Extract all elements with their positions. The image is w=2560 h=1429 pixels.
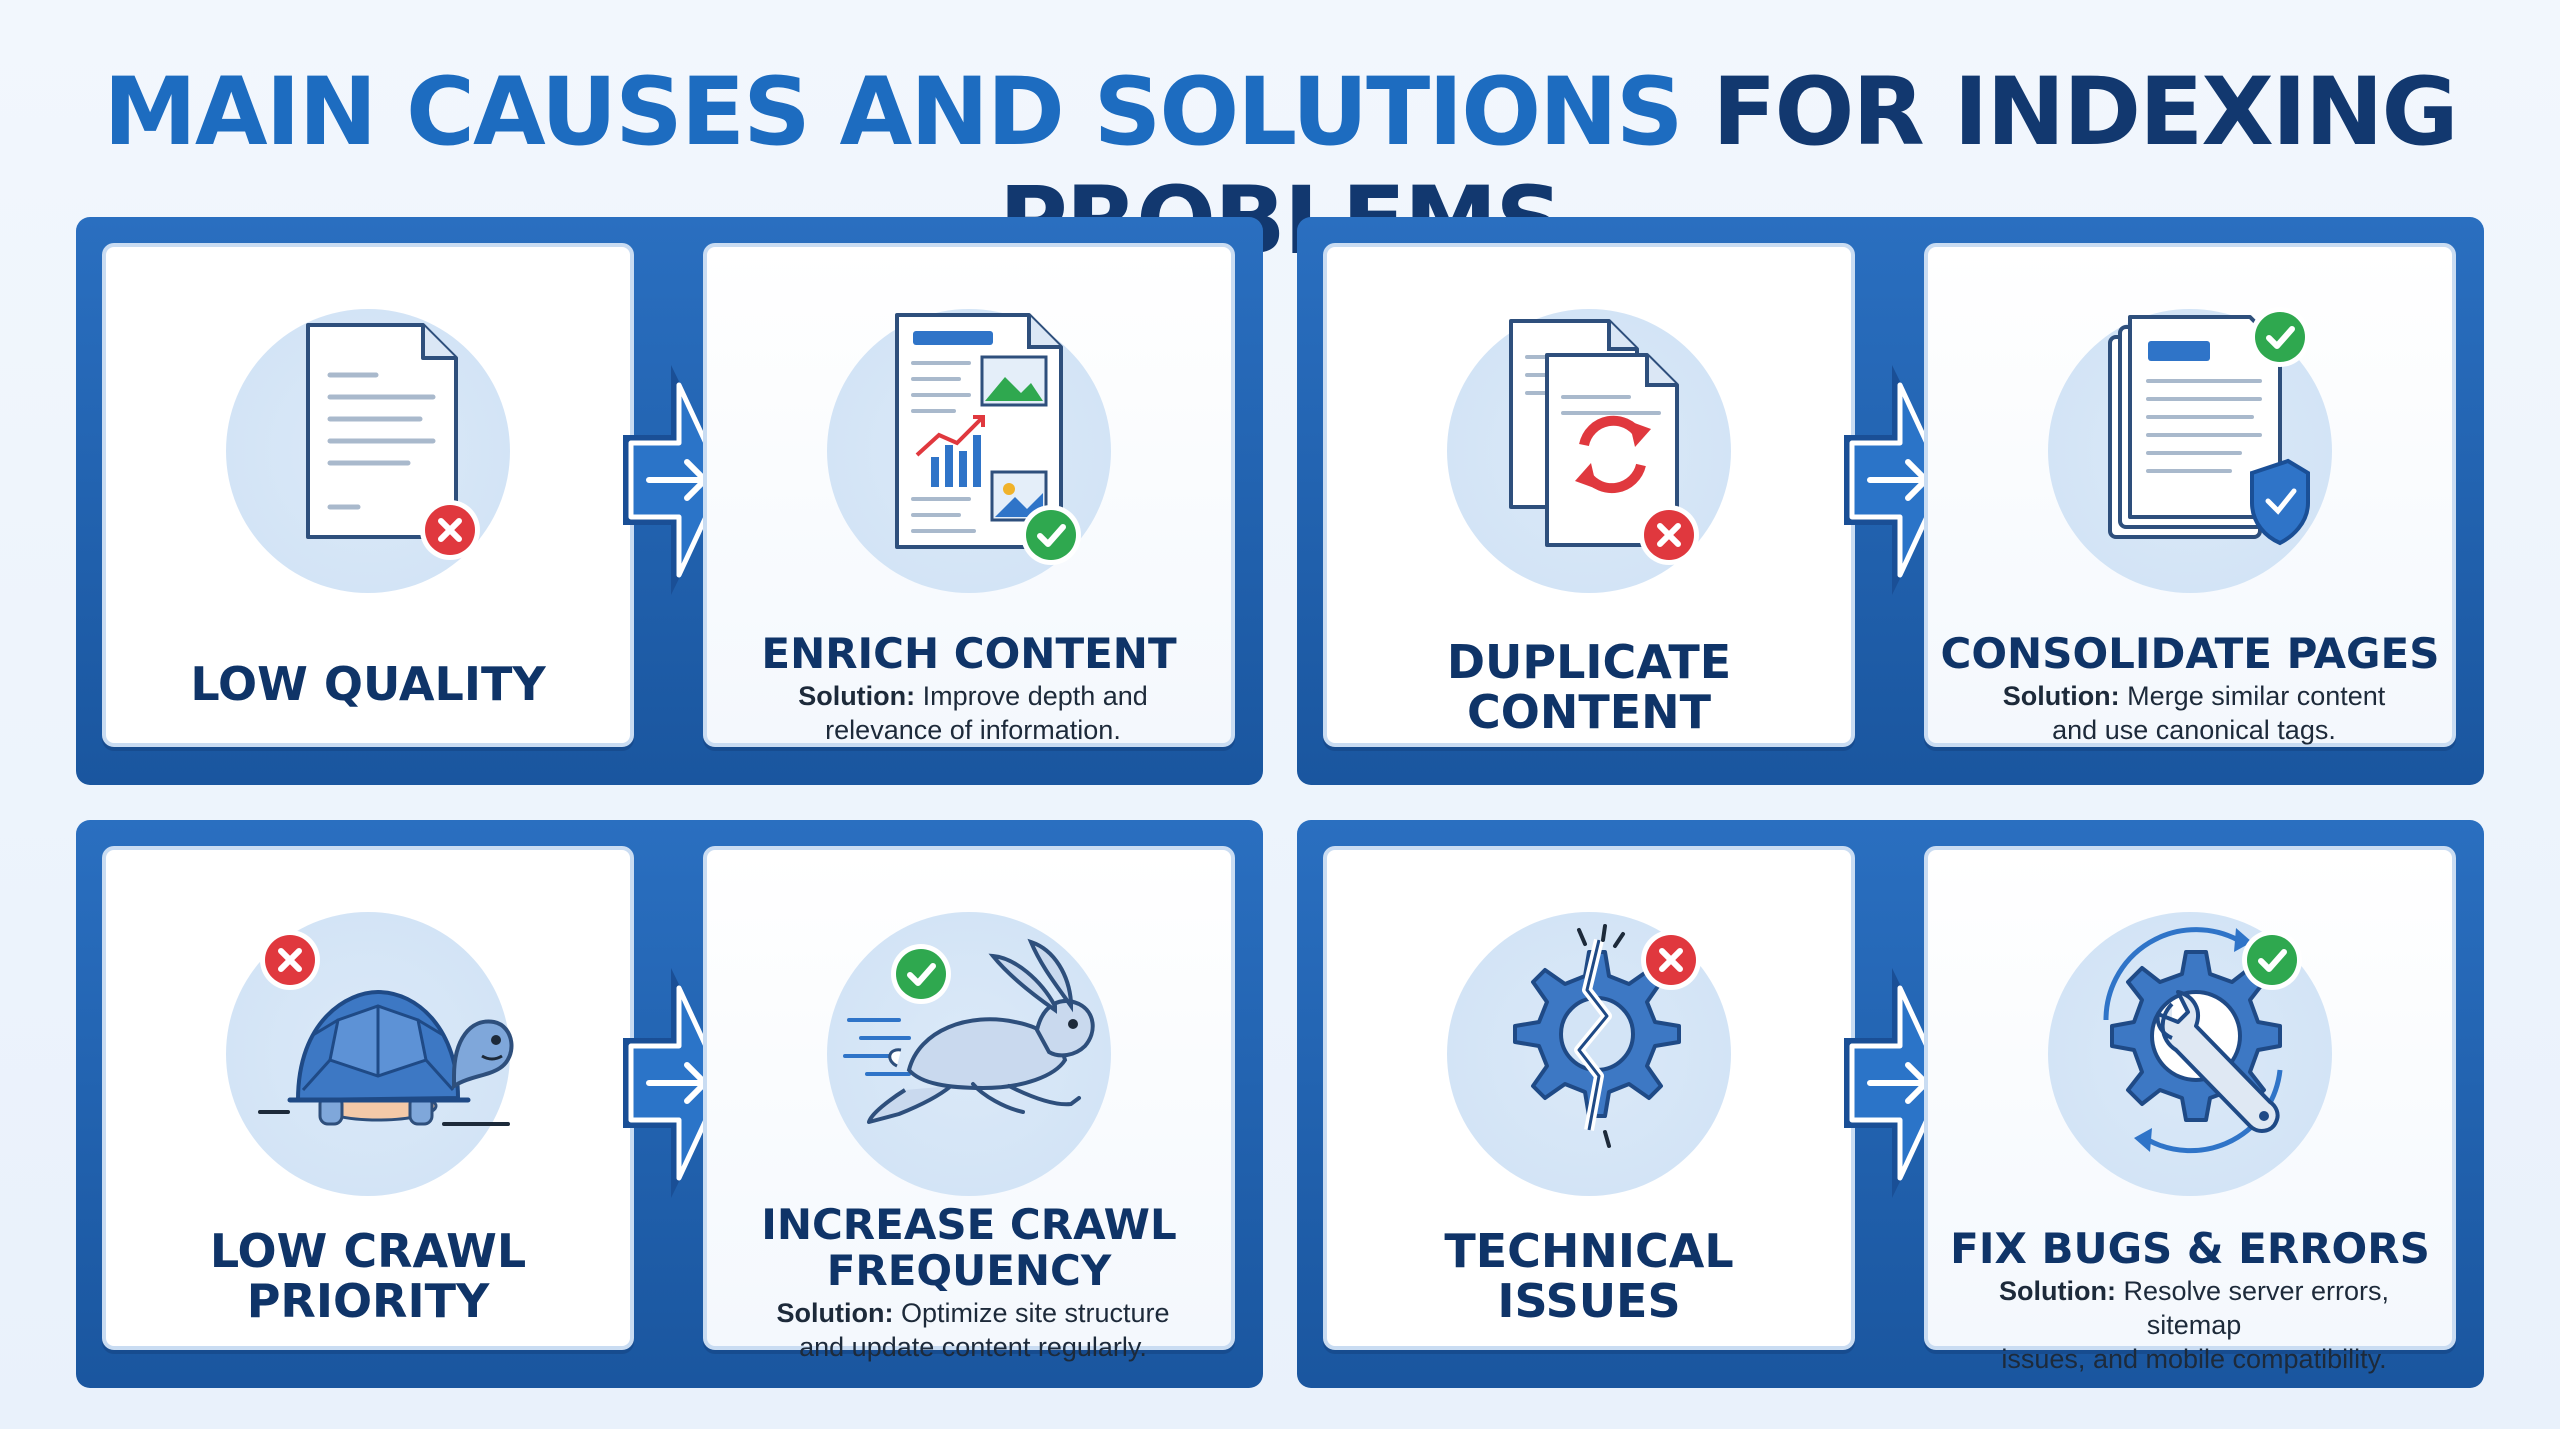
solution-title: ENRICH CONTENT [761, 629, 1177, 678]
rabbit-icon [809, 900, 1129, 1210]
problem-card: TECHNICAL ISSUES [1323, 846, 1855, 1350]
solution-prefix: Solution: [776, 1298, 894, 1328]
solution-title: INCREASE CRAWL FREQUENCY [707, 1202, 1231, 1294]
problem-card: LOW CRAWL PRIORITY [102, 846, 634, 1350]
solution-text-line1: Improve depth and [915, 681, 1148, 711]
problem-title: DUPLICATE CONTENT [1327, 637, 1851, 737]
solution-text-line2: and use canonical tags. [2052, 715, 2336, 745]
duplicate-documents-icon [1429, 297, 1749, 607]
problem-title: LOW QUALITY [190, 657, 546, 711]
problem-title: TECHNICAL ISSUES [1327, 1226, 1851, 1326]
solution-title-line2: FREQUENCY [826, 1246, 1112, 1295]
row-low-quality: LOW QUALITY [76, 217, 1263, 785]
problem-title-line2: PRIORITY [246, 1274, 490, 1328]
solution-description: Solution: Optimize site structure and up… [727, 1296, 1219, 1364]
solution-card: INCREASE CRAWL FREQUENCY Solution: Optim… [703, 846, 1235, 1362]
solution-text-line1: Optimize site structure [893, 1298, 1170, 1328]
solution-text-line1: Merge similar content [2119, 681, 2386, 711]
solution-text-line2: relevance of information. [825, 715, 1121, 745]
row-duplicate-content: DUPLICATE CONTENT CONSOLIDATE PAG [1297, 217, 2484, 785]
solution-prefix: Solution: [798, 681, 916, 711]
solution-text-line1: Resolve server errors, sitemap [2115, 1276, 2390, 1340]
solution-description: Solution: Resolve server errors, sitemap… [1948, 1274, 2440, 1376]
rich-document-icon [809, 297, 1129, 607]
solution-description: Solution: Improve depth and relevance of… [727, 679, 1219, 747]
solution-text-line2: issues, and mobile compatibility. [2001, 1344, 2387, 1374]
problem-title-line1: LOW CRAWL [209, 1224, 527, 1278]
stacked-pages-shield-icon [2030, 297, 2350, 607]
solution-title-line1: INCREASE CRAWL [761, 1200, 1177, 1249]
solution-card: CONSOLIDATE PAGES Solution: Merge simila… [1924, 243, 2456, 747]
solution-text-line2: and update content regularly. [799, 1332, 1147, 1362]
solution-title: CONSOLIDATE PAGES [1940, 629, 2440, 678]
solution-prefix: Solution: [1998, 1276, 2116, 1306]
solution-description: Solution: Merge similar content and use … [1948, 679, 2440, 747]
problem-title-line2: CONTENT [1466, 685, 1712, 739]
title-part-causes: MAIN CAUSES AND SOLUTIONS [103, 58, 1683, 167]
problem-card: DUPLICATE CONTENT [1323, 243, 1855, 747]
problem-title-line1: TECHNICAL [1444, 1224, 1734, 1278]
solution-card: ENRICH CONTENT Solution: Improve depth a… [703, 243, 1235, 747]
problem-card: LOW QUALITY [102, 243, 634, 747]
row-low-crawl-priority: LOW CRAWL PRIORITY [76, 820, 1263, 1388]
gear-wrench-icon [2030, 900, 2350, 1210]
document-icon [208, 297, 528, 607]
broken-gear-icon [1429, 900, 1749, 1210]
solution-card: FIX BUGS & ERRORS Solution: Resolve serv… [1924, 846, 2456, 1374]
problem-title: LOW CRAWL PRIORITY [106, 1226, 630, 1326]
solution-prefix: Solution: [2002, 681, 2120, 711]
problem-title-line1: DUPLICATE [1446, 635, 1732, 689]
row-technical-issues: TECHNICAL ISSUES FIX BUGS & ERRORS [1297, 820, 2484, 1388]
turtle-icon [208, 900, 528, 1210]
solution-title: FIX BUGS & ERRORS [1950, 1224, 2430, 1273]
problem-title-line2: ISSUES [1497, 1274, 1681, 1328]
